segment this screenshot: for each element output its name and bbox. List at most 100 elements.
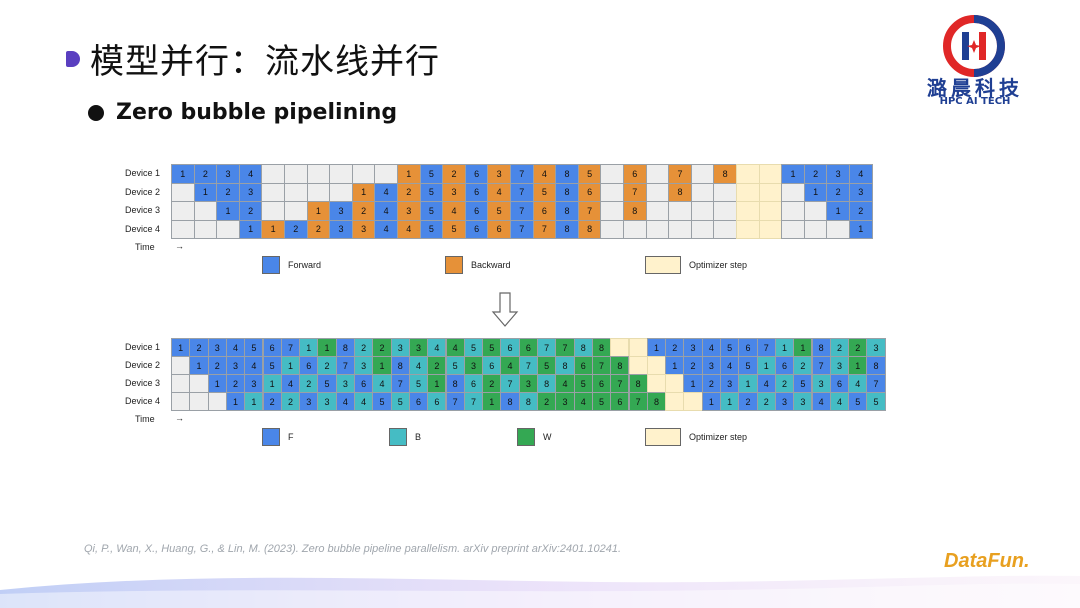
schedule-cell: 5 [573,374,593,393]
schedule-cell: 2 [537,392,557,411]
schedule-cell [600,201,624,221]
schedule-cell: 4 [573,392,593,411]
schedule-cell [665,374,685,393]
device-label: Device 3 [125,378,161,388]
legend-label: F [288,432,294,442]
schedule-cell [329,182,353,202]
schedule-cell [261,201,285,221]
schedule-cell: 6 [463,374,484,393]
schedule-cell: 4 [427,338,447,357]
schedule-cell: 3 [720,374,740,393]
schedule-cell: 7 [445,392,465,411]
schedule-cell: 4 [555,374,575,393]
schedule-cell: 8 [500,392,520,411]
legend-label: Backward [471,260,511,270]
title-marker-icon [66,50,80,67]
schedule-cell: 1 [216,201,240,221]
schedule-cell: 6 [591,374,612,393]
schedule-cell: 6 [623,164,647,184]
schedule-cell: 3 [811,374,831,393]
device-label: Device 3 [125,205,161,215]
legend-swatch [262,428,280,446]
schedule-cell: 2 [372,338,392,357]
time-arrow-icon: → [175,413,184,423]
schedule-cell: 1 [774,338,795,357]
schedule-cell: 7 [756,338,776,357]
logo-tagline: HPC AI TECH [939,96,1011,107]
schedule-cell: 4 [238,164,263,184]
schedule-cell: 1 [317,338,337,357]
schedule-cell: 5 [445,356,465,375]
schedule-cell: 1 [193,182,218,202]
schedule-cell: 5 [372,392,392,411]
schedule-cell: 5 [262,356,282,375]
schedule-cell: 7 [555,338,575,357]
schedule-cell: 2 [849,201,873,221]
schedule-cell: 1 [225,392,246,411]
title-row: 模型并行：流水线并行 [66,34,440,83]
logo-name: 潞晨科技 [927,76,1023,100]
legend-swatch [389,428,407,446]
schedule-cell: 1 [299,338,319,357]
schedule-cell: 4 [244,356,264,375]
schedule-cell: 2 [189,338,209,357]
schedule-cell: 5 [738,356,758,375]
schedule-cell: 3 [335,374,355,393]
schedule-cell: 2 [262,392,282,411]
schedule-cell: 6 [532,201,557,221]
schedule-cell: 4 [442,201,466,221]
schedule-cell: 3 [829,356,850,375]
schedule-cell: 5 [419,201,444,221]
schedule-cell [781,182,805,202]
page-title: 模型并行：流水线并行 [90,42,440,82]
schedule-cell: 2 [317,356,337,375]
schedule-cell: 8 [555,356,575,375]
schedule-cell: 5 [390,392,410,411]
legend-label: Optimizer step [689,260,748,270]
schedule-cell: 5 [848,392,868,411]
schedule-cell: 8 [390,356,410,375]
schedule-cell: 1 [738,374,758,393]
schedule-cell: 8 [577,219,602,239]
schedule-cell [713,182,737,202]
schedule-cell: 8 [537,374,557,393]
time-axis-label: Time [135,242,155,252]
schedule-cell: 8 [866,356,886,375]
schedule-cell: 2 [756,392,776,411]
schedule-cell: 8 [555,182,579,202]
schedule-cell: 7 [510,164,534,184]
schedule-cell: 1 [306,201,331,221]
schedule-cell [683,392,703,411]
schedule-cell: 2 [829,338,850,357]
schedule-cell: 3 [463,356,484,375]
schedule-cell: 6 [464,164,489,184]
schedule-cell: 3 [442,182,466,202]
schedule-cell: 2 [442,164,466,184]
schedule-cell: 2 [284,219,308,239]
schedule-cell: 2 [826,182,850,202]
schedule-cell: 6 [262,338,282,357]
schedule-cell [329,164,353,184]
schedule-cell: 3 [351,219,376,239]
schedule-cell: 2 [299,374,319,393]
schedule-cell [781,219,805,239]
schedule-cell [665,392,685,411]
schedule-cell: 8 [623,201,647,221]
schedule-cell [690,219,715,239]
schedule-cell: 4 [354,392,374,411]
schedule-cell [216,219,240,239]
schedule-cell: 2 [306,219,331,239]
schedule-cell: 7 [510,182,534,202]
schedule-cell: 2 [848,338,868,357]
schedule-cell: 5 [482,338,502,357]
schedule-cell [171,392,191,411]
schedule-cell: 7 [577,201,602,221]
schedule-cell: 5 [419,182,444,202]
schedule-cell: 6 [464,182,489,202]
schedule-cell [736,219,760,239]
schedule-cell: 5 [408,374,429,393]
legend-swatch [445,256,463,274]
schedule-cell: 2 [665,338,685,357]
schedule-cell: 7 [335,356,355,375]
schedule-cell: 6 [518,338,538,357]
